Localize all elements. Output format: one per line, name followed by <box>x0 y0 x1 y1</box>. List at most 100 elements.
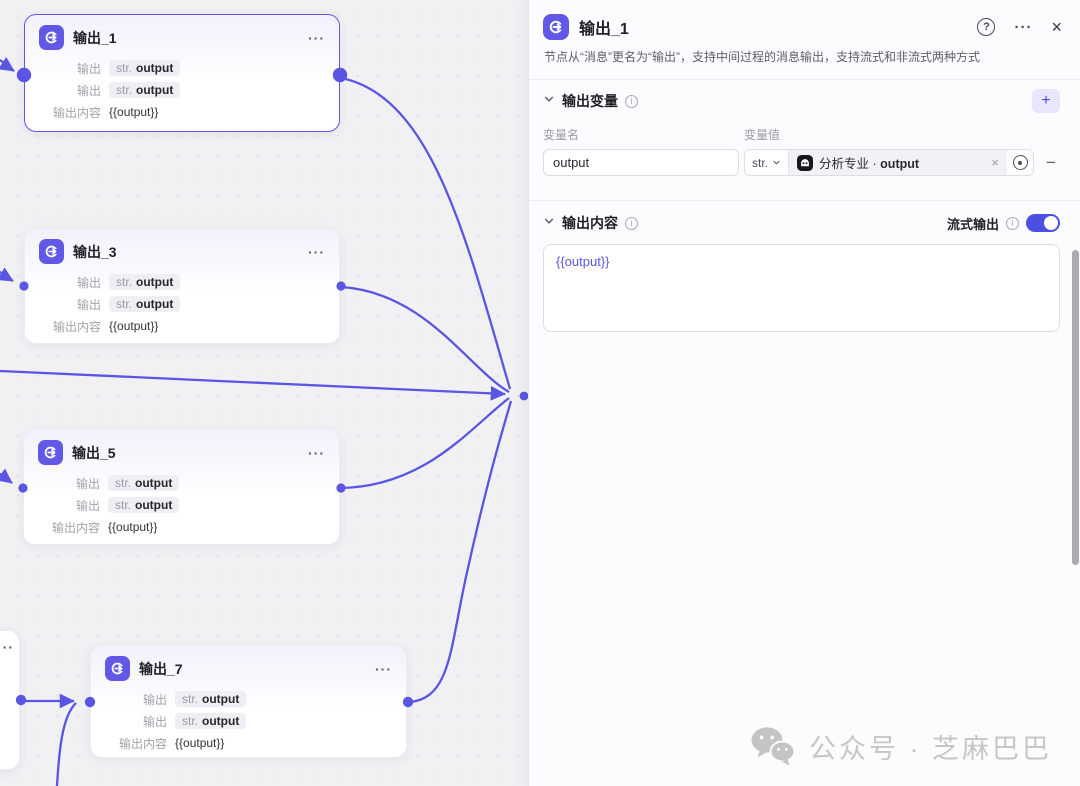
type-value-chip: str.output <box>108 497 180 513</box>
info-icon: i <box>1006 216 1019 230</box>
variable-name-input[interactable] <box>543 149 739 176</box>
content-value: {{output}} <box>109 105 159 119</box>
output-row: 输出 str.output <box>39 273 325 291</box>
node-more-button[interactable]: ··· <box>308 243 325 260</box>
help-icon[interactable]: ? <box>977 18 996 36</box>
chip-value: output <box>136 83 174 97</box>
output-row: 输出 str.output <box>105 690 392 708</box>
type-select-value: str. <box>752 155 769 170</box>
node-title: 输出_1 <box>73 29 117 46</box>
edge-incoming-output-1[interactable] <box>0 56 15 72</box>
panel-header: 输出_1 ? ··· × 节点从“消息”更名为“输出”，支持中间过程的消息输出，… <box>529 0 1080 80</box>
chip-value: output <box>135 476 173 490</box>
toggle-knob <box>1044 216 1058 230</box>
row-label: 输出 <box>142 714 167 729</box>
chip-type: str. <box>182 714 199 728</box>
workflow-canvas[interactable]: 输出_1 ··· 输出 str.output 输出 str.output 输出内… <box>0 0 528 786</box>
variable-value-field: str. 分析专业 · output × <box>744 149 1034 176</box>
node-title: 输出_5 <box>72 444 116 461</box>
content-row: 输出内容 {{output}} <box>39 317 325 335</box>
panel-subtitle: 节点从“消息”更名为“输出”，支持中间过程的消息输出，支持流式和非流式两种方式 <box>544 50 980 64</box>
content-value: {{output}} <box>108 520 158 534</box>
panel-more-button[interactable]: ··· <box>1014 18 1033 36</box>
variable-name-label: 变量名 <box>543 128 580 142</box>
close-icon[interactable]: × <box>1051 17 1062 37</box>
watermark-text: 公众号 · 芝麻巴巴 <box>809 733 1052 764</box>
edge-incoming-output-5[interactable] <box>0 468 13 484</box>
node-partial-left[interactable]: ··· <box>0 630 20 770</box>
edge-bottom-to-output-7[interactable] <box>55 702 77 786</box>
node-output-5[interactable]: 输出_5 ··· 输出 str.output 输出 str.output 输出内… <box>23 429 340 545</box>
row-label: 输出 <box>75 476 100 491</box>
node-output-1[interactable]: 输出_1 ··· 输出 str.output 输出 str.output 输出内… <box>24 14 340 132</box>
stream-toggle[interactable] <box>1026 214 1060 232</box>
row-label: 输出内容 <box>118 736 167 751</box>
reference-separator: · <box>872 157 877 171</box>
variable-reference-chip[interactable]: 分析专业 · output × <box>789 150 1007 175</box>
node-more-button[interactable]: ··· <box>375 660 392 677</box>
add-variable-button[interactable]: + <box>1032 89 1060 113</box>
edge-incoming-output-3[interactable] <box>0 267 14 282</box>
type-select[interactable]: str. <box>745 150 790 175</box>
chip-type: str. <box>182 692 199 706</box>
node-output-3[interactable]: 输出_3 ··· 输出 str.output 输出 str.output 输出内… <box>24 228 340 344</box>
chip-type: str. <box>116 275 133 289</box>
output-row: 输出 str.output <box>39 81 325 99</box>
content-value: {{output}} <box>109 319 159 333</box>
node-more-button[interactable]: ··· <box>308 29 325 46</box>
chip-type: str. <box>115 476 132 490</box>
edge-output-1-to-hub[interactable] <box>340 76 512 390</box>
node-more-button[interactable]: ··· <box>0 639 14 655</box>
row-label: 输出 <box>76 275 101 290</box>
row-label: 输出 <box>142 692 167 707</box>
chip-value: output <box>135 498 173 512</box>
chip-value: output <box>202 714 240 728</box>
section-title: 输出变量 <box>562 93 618 109</box>
info-icon: i <box>625 94 638 108</box>
chip-value: output <box>202 692 240 706</box>
content-row: 输出内容 {{output}} <box>38 518 325 536</box>
row-label: 输出 <box>76 83 101 98</box>
row-label: 输出 <box>76 297 101 312</box>
node-title: 输出_3 <box>73 243 117 260</box>
output-row: 输出 str.output <box>38 496 325 514</box>
output-node-icon <box>39 25 64 50</box>
panel-scrollbar[interactable] <box>1072 250 1079 565</box>
node-output-7[interactable]: 输出_7 ··· 输出 str.output 输出 str.output 输出内… <box>90 645 407 758</box>
clear-reference-icon[interactable]: × <box>991 155 999 170</box>
watermark: 公众号 · 芝麻巴巴 <box>750 726 1052 766</box>
output-row: 输出 str.output <box>39 59 325 77</box>
section-title: 输出内容 <box>562 215 618 231</box>
reference-field: output <box>880 157 920 171</box>
output-node-icon <box>38 440 63 465</box>
edge-offscreen-to-hub[interactable] <box>0 369 506 401</box>
edge-output-5-to-hub[interactable] <box>341 397 510 490</box>
edge-output-7-to-hub[interactable] <box>408 400 513 704</box>
node-title: 输出_7 <box>139 660 183 677</box>
content-row: 输出内容 {{output}} <box>105 734 392 752</box>
chevron-down-icon <box>773 160 780 165</box>
chip-value: output <box>136 297 174 311</box>
chip-type: str. <box>116 297 133 311</box>
type-value-chip: str.output <box>109 296 181 312</box>
remove-variable-button[interactable]: − <box>1046 153 1056 172</box>
type-value-chip: str.output <box>175 691 247 707</box>
panel-title: 输出_1 <box>579 21 629 38</box>
node-more-button[interactable]: ··· <box>308 444 325 461</box>
locate-node-icon[interactable] <box>1007 150 1033 175</box>
chip-value: output <box>136 61 174 75</box>
content-value: {{output}} <box>175 736 225 750</box>
output-variables-section: 输出变量 i + 变量名 变量值 str. 分析专业 · output <box>529 80 1080 190</box>
output-row: 输出 str.output <box>105 712 392 730</box>
row-label: 输出 <box>75 498 100 513</box>
variable-value-label: 变量值 <box>744 128 781 142</box>
chevron-down-icon[interactable] <box>543 214 555 232</box>
type-value-chip: str.output <box>109 274 181 290</box>
output-node-icon <box>105 656 130 681</box>
chevron-down-icon[interactable] <box>543 92 555 110</box>
chip-type: str. <box>115 498 132 512</box>
edge-output-3-to-hub[interactable] <box>341 285 510 393</box>
port-hub-target[interactable] <box>519 391 528 401</box>
output-content-editor[interactable]: {{output}} <box>543 244 1060 332</box>
